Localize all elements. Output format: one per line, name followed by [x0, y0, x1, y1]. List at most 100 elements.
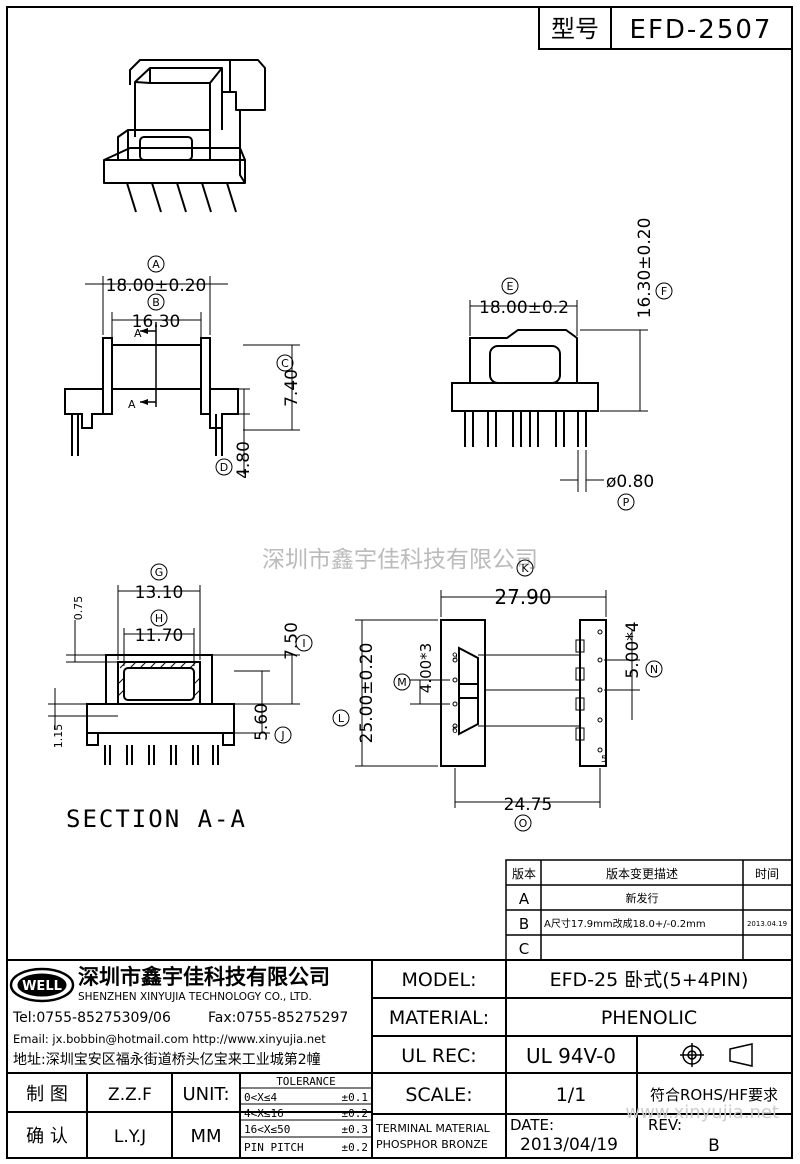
tolerance-row-4-range: PIN PITCH	[244, 1141, 304, 1154]
terminal-material-line2: PHOSPHOR BRONZE	[376, 1138, 488, 1151]
ulrec-field-label: UL REC:	[401, 1045, 476, 1067]
section-marker-bottom: A	[128, 398, 136, 411]
date-field-label: DATE:	[510, 1116, 554, 1134]
logo-text: WELL	[22, 979, 62, 994]
dim-h-label: 11.70	[135, 626, 184, 646]
company-fax: Fax:0755-85275297	[208, 1010, 348, 1026]
rev-row-a-desc: 新发行	[626, 891, 659, 905]
model-code: EFD-2507	[630, 15, 773, 45]
front-dims	[85, 276, 300, 474]
iso-view	[103, 59, 266, 213]
checked-label: 确 认	[26, 1126, 68, 1147]
unit-label: UNIT:	[182, 1084, 229, 1105]
front-markers	[147, 255, 294, 476]
drawn-by: Z.Z.F	[108, 1085, 152, 1105]
bottom-pins	[452, 629, 603, 753]
rev-row-b-date: 2013.04.19	[747, 920, 787, 928]
marker-o: O	[519, 817, 528, 830]
watermark-company: 深圳市鑫宇佳科技有限公司	[262, 547, 538, 573]
ulrec-field-value: UL 94V-0	[526, 1044, 616, 1068]
section-hatch	[117, 661, 201, 697]
dim-115-label: 1.15	[52, 724, 65, 749]
marker-b: B	[152, 296, 160, 309]
dim-d-label: 4.80	[234, 441, 254, 479]
dim-o-label: 24.75	[504, 795, 553, 815]
rev-row-b-ver: B	[519, 915, 529, 933]
model-code-header: 型号 EFD-2507	[538, 6, 793, 50]
marker-c: C	[281, 357, 289, 370]
pin-label-5: 5	[601, 755, 607, 765]
tolerance-row-4-value: ±0.2	[342, 1141, 369, 1154]
marker-p: P	[623, 496, 630, 509]
rev-row-a-ver: A	[519, 890, 530, 908]
company-name-cn: 深圳市鑫宇佳科技有限公司	[78, 965, 330, 989]
material-field-value: PHENOLIC	[601, 1007, 697, 1029]
marker-k: K	[521, 562, 529, 575]
dim-j-label: 5.60	[252, 703, 272, 741]
marker-m: M	[397, 676, 407, 689]
bottom-markers	[332, 559, 663, 832]
scale-field-value: 1/1	[556, 1084, 587, 1106]
section-title: SECTION A-A	[66, 805, 247, 833]
section-dims	[48, 585, 300, 734]
company-tel: Tel:0755-85275309/06	[12, 1010, 171, 1026]
dim-n-label: 5.00*4	[623, 621, 643, 678]
tolerance-title: TOLERANCE	[276, 1075, 336, 1088]
tolerance-row-3-range: 16<X≤50	[244, 1123, 290, 1136]
title-block-grid	[7, 959, 792, 1158]
rev-header-version: 版本	[512, 867, 536, 881]
scale-field-label: SCALE:	[405, 1084, 472, 1106]
rev-header-description: 版本变更描述	[606, 866, 678, 881]
dim-b-label: 16.30	[132, 312, 181, 332]
company-email: Email: jx.bobbin@hotmail.com http://www.…	[13, 1032, 326, 1046]
marker-j: J	[280, 729, 284, 742]
bottom-view	[440, 619, 607, 767]
marker-n: N	[650, 663, 658, 676]
company-name-en: SHENZHEN XINYUJIA TECHNOLOGY CO., LTD.	[78, 991, 312, 1003]
projection-symbol-icon	[680, 1043, 753, 1067]
date-field-value: 2013/04/19	[520, 1135, 618, 1155]
marker-g: G	[155, 566, 164, 579]
tolerance-row-1-range: 0<X≤4	[244, 1091, 277, 1104]
model-label: 型号	[551, 15, 599, 43]
dim-i-label: 7.50	[282, 622, 302, 660]
dim-075-label: 0.75	[72, 596, 85, 621]
dim-m-label: 4.00*3	[417, 643, 435, 693]
dim-p-label: ø0.80	[606, 472, 654, 492]
tolerance-row-1-value: ±0.1	[342, 1091, 369, 1104]
front-view	[64, 322, 239, 456]
marker-h: H	[155, 612, 163, 625]
marker-l: L	[338, 712, 345, 725]
side-view	[451, 329, 599, 447]
rev-field-value: B	[708, 1136, 720, 1156]
material-field-label: MATERIAL:	[389, 1007, 489, 1029]
tolerance-row-3-value: ±0.3	[342, 1123, 369, 1136]
dim-g-label: 13.10	[135, 583, 184, 603]
section-markers	[150, 563, 313, 744]
terminal-material-line1: TERMINAL MATERIAL	[375, 1122, 491, 1135]
model-field-label: MODEL:	[402, 969, 477, 991]
pin-label-9: 9	[452, 652, 458, 662]
dim-f-label: 16.30±0.20	[635, 218, 655, 319]
dim-e-label: 18.00±0.2	[479, 298, 569, 318]
company-address: 地址:深圳宝安区福永街道桥头亿宝来工业城第2幢	[13, 1051, 321, 1068]
rev-row-b-desc: A尺寸17.9mm改成18.0+/-0.2mm	[544, 917, 706, 930]
pin-label-6: 6	[452, 726, 458, 736]
tolerance-row-2-value: ±0.2	[342, 1107, 369, 1120]
dim-l-label: 25.00±0.20	[357, 643, 377, 744]
marker-e: E	[507, 280, 514, 293]
marker-f: F	[661, 285, 667, 298]
marker-a: A	[152, 258, 160, 271]
drawn-label: 制 图	[26, 1084, 68, 1105]
dim-k-label: 27.90	[494, 585, 551, 609]
watermark-url: www.xinyujia.net	[625, 1102, 779, 1123]
marker-i: I	[302, 637, 305, 650]
rev-field-label: REV:	[648, 1116, 682, 1134]
company-logo: WELL	[9, 967, 75, 1003]
rev-row-c-ver: C	[519, 940, 529, 958]
bottom-dims	[355, 590, 640, 808]
sheet-border	[6, 6, 793, 1159]
side-dims	[469, 300, 648, 492]
section-view	[86, 654, 235, 765]
